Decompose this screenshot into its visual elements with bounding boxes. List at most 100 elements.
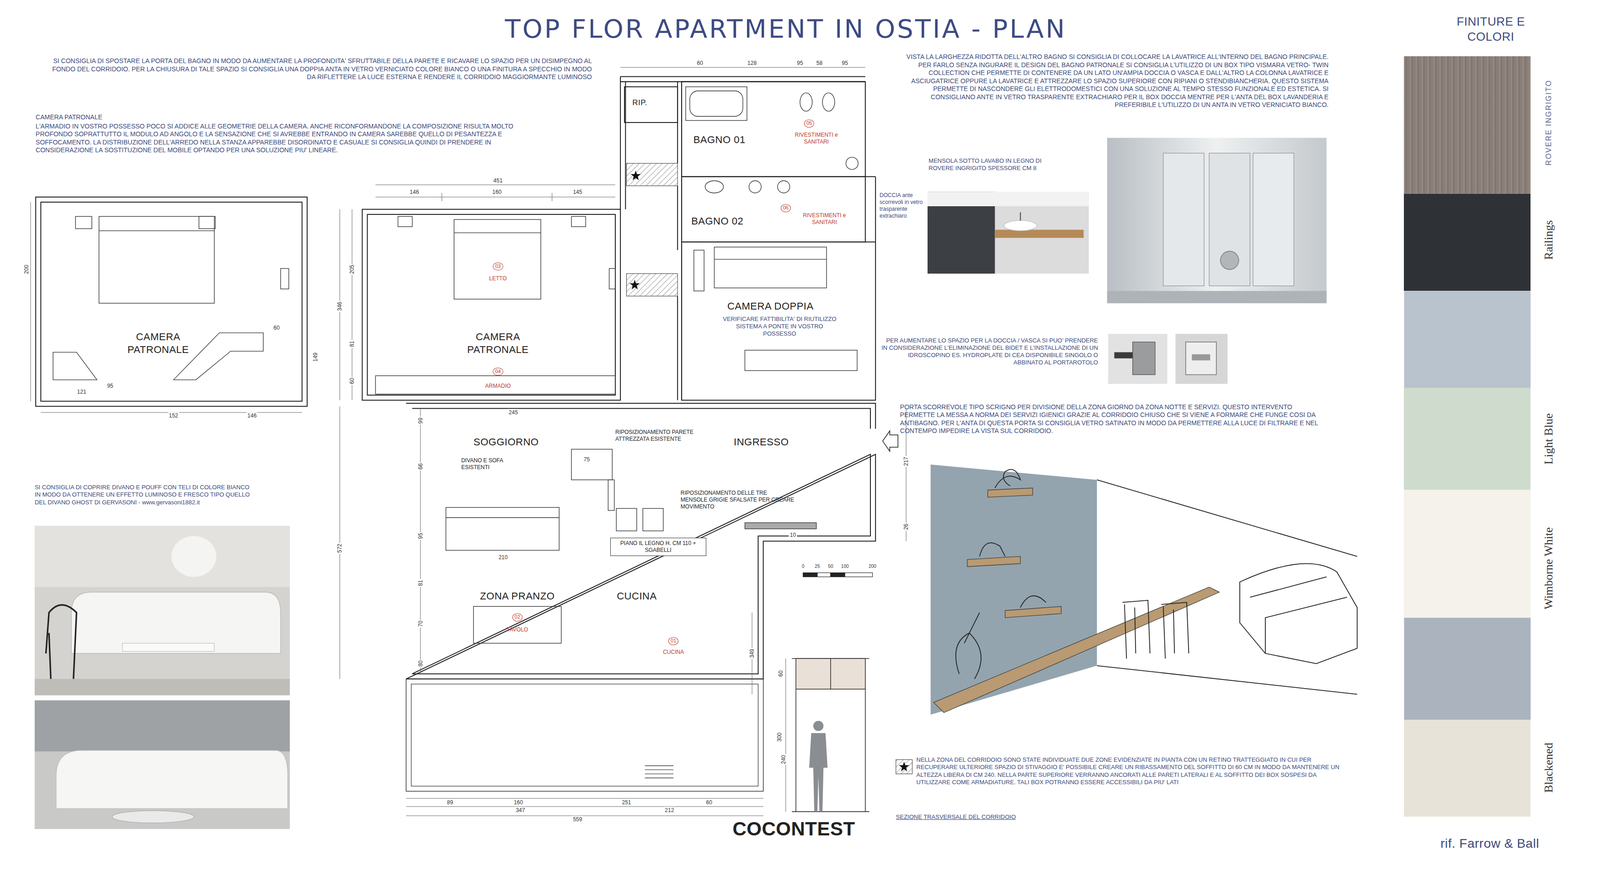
legend-label: ROVERE INGRIGITO [1544, 79, 1554, 166]
title: TOP FLOR APARTMENT IN OSTIA - PLAN [504, 12, 1067, 45]
note-text: PER AUMENTARE LO SPAZIO PER LA DOCCIA / … [879, 336, 1099, 367]
color-swatch [1403, 719, 1531, 817]
dimension: 152 [167, 411, 179, 419]
legend-label: Wimborne White [1541, 527, 1557, 610]
dimension: 121 [76, 388, 88, 396]
note-text: DOCCIA ante scorrevoli in vetro traspare… [879, 192, 929, 220]
dimension: 60 [705, 798, 714, 806]
room-label: COCONTEST [732, 816, 856, 841]
dimension: 572 [336, 542, 344, 554]
dimension: 81 [416, 578, 424, 587]
dimension: 160 [512, 798, 524, 806]
room-label: SOGGIORNO [473, 435, 539, 449]
callout-number: 03 [492, 262, 503, 271]
note-text: VISTA LA LARGHEZZA RIDOTTA DELL'ALTRO BA… [896, 53, 1329, 110]
dimension: 217 [902, 455, 910, 467]
dimension: 200 [23, 263, 31, 275]
dimension: 251 [620, 798, 632, 806]
dimension: 160 [491, 188, 503, 196]
note-text: SI CONSIGLIA DI COPRIRE DIVANO E POUFF C… [34, 483, 251, 507]
dimension: 89 [446, 798, 454, 806]
callout-number: 02 [512, 613, 523, 622]
room-label: CAMERA PATRONALE [106, 330, 209, 356]
color-swatch [1403, 387, 1531, 490]
legend-label: Light Blue [1541, 413, 1557, 465]
dimension: 66 [416, 462, 424, 470]
note-text: LETTO [489, 275, 507, 283]
note-text: CAMERA PATRONALE [35, 113, 240, 122]
dimension: 451 [492, 177, 504, 185]
dimension: 146 [408, 188, 420, 196]
dimension: 60 [777, 669, 784, 678]
note-text: RIPOSIZIONAMENTO PARETE ATTREZZATA ESIST… [615, 428, 713, 443]
dimension: 80 [416, 659, 424, 667]
note-text: RIPOSIZIONAMENTO DELLE TRE MENSOLE GRIGI… [680, 489, 795, 511]
room-label: CAMERA PATRONALE [447, 330, 550, 356]
callout-number: 05 [804, 119, 815, 128]
dimension: 149 [311, 351, 319, 363]
room-label: BAGNO 02 [691, 215, 744, 229]
dimension: 60 [348, 376, 356, 385]
dimension: 145 [571, 188, 583, 196]
note-text: L'ARMADIO IN VOSTRO POSSESSO POCO SI ADD… [35, 122, 538, 155]
note-text: PORTA SCORREVOLE TIPO SCRIGNO PER DIVISI… [900, 403, 1329, 436]
dimension: 25 [814, 563, 820, 570]
callout-number: 04 [492, 367, 503, 376]
room-label: RIP. [632, 98, 648, 108]
dimension: 100 [841, 563, 849, 570]
dimension: 200 [868, 563, 877, 570]
dimension: 210 [497, 553, 509, 561]
dimension: 95 [795, 59, 804, 67]
room-label: FINITURE E COLORI [1434, 14, 1547, 44]
note-text: RIVESTIMENTI e SANITARI [798, 212, 852, 226]
legend-label: Railings [1541, 219, 1557, 260]
box-text: PIANO IL LEGNO H. CM 110 + SGABELLI [614, 539, 703, 554]
note-text: SI CONSIGLIA DI SPOSTARE LA PORTA DEL BA… [42, 57, 592, 82]
note-text: RIVESTIMENTI e SANITARI [789, 131, 843, 146]
color-swatch [1403, 489, 1531, 618]
dimension: 128 [746, 59, 758, 67]
dimension: 95 [106, 382, 114, 390]
dimension: 81 [348, 340, 356, 348]
dimension: 70 [416, 619, 424, 628]
room-label: INGRESSO [733, 435, 789, 449]
note-text: CUCINA [662, 648, 684, 656]
dimension: 240 [780, 753, 788, 765]
room-label: CAMERA DOPPIA [727, 299, 814, 313]
color-swatch [1403, 56, 1531, 194]
dimension: 245 [507, 408, 519, 416]
note-text: DIVANO E SOFA ESISTENTI [461, 457, 533, 471]
room-label: rif. Farrow & Ball [1440, 834, 1540, 851]
counter-box: PIANO IL LEGNO H. CM 110 + SGABELLI [610, 537, 707, 556]
note-text: ARMADIO [484, 382, 512, 390]
note-text: VERIFICARE FATTIBILITA' DI RIUTILIZZO SI… [719, 315, 840, 338]
dimension: 75 [582, 455, 591, 463]
room-label: ZONA PRANZO [480, 589, 555, 603]
dimension: 349 [748, 647, 756, 659]
dimension: 300 [776, 731, 784, 743]
dimension: 60 [272, 324, 281, 331]
callout-number: 06 [780, 204, 791, 213]
dimension: 10 [789, 531, 797, 539]
dimension: 146 [246, 411, 258, 419]
dimension: 50 [827, 563, 833, 570]
dimension: 60 [696, 59, 704, 67]
note-text: SEZIONE TRASVERSALE DEL CORRIDOIO [896, 813, 1203, 821]
dimension: 58 [815, 59, 824, 67]
dimension: 95 [841, 59, 849, 67]
dimension: 347 [514, 806, 526, 814]
dimension: 95 [416, 531, 424, 540]
dimension: 559 [571, 816, 583, 823]
dimension: 99 [416, 416, 424, 425]
note-text: NELLA ZONA DEL CORRIDOIO SONO STATE INDI… [916, 756, 1346, 786]
dimension: 205 [348, 263, 356, 275]
dimension: 212 [663, 806, 675, 814]
legend-label: Blackened [1541, 742, 1557, 793]
room-label: CUCINA [616, 589, 657, 603]
dimension: 346 [336, 300, 344, 312]
dimension: 26 [902, 522, 910, 531]
note-text: TAVOLO [506, 626, 528, 634]
dimension: 0 [801, 563, 805, 570]
callout-number: 01 [668, 636, 679, 646]
note-text: MENSOLA SOTTO LAVABO IN LEGNO DI ROVERE … [928, 157, 1062, 173]
